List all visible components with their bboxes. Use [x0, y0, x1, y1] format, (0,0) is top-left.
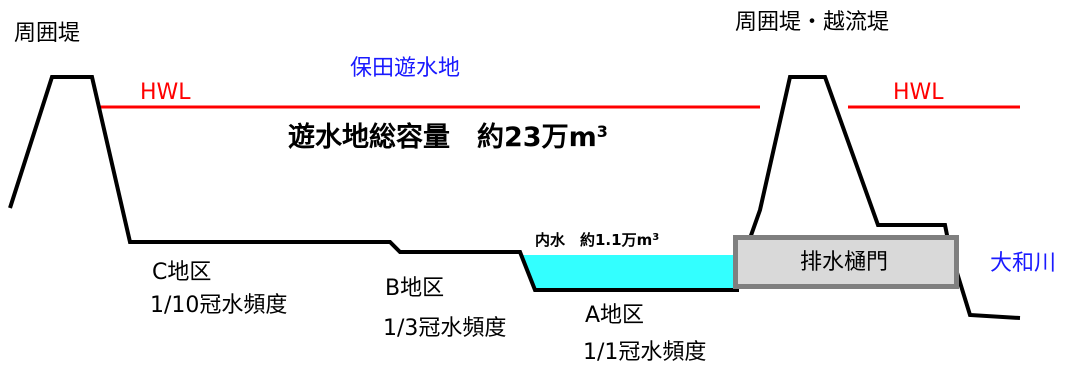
inner-water-text: 内水 約1.1万m — [535, 231, 653, 249]
drain-gate-box — [733, 235, 959, 289]
total-capacity-text: 遊水地総容量 約23万m — [288, 122, 597, 153]
basin-name-label: 保田遊水地 — [350, 56, 461, 81]
hwl-right-label: HWL — [893, 80, 944, 105]
drain-gate-label: 排水樋門 — [800, 250, 889, 275]
zone-b-frequency: 1/3冠水頻度 — [383, 316, 507, 341]
hwl-left-label: HWL — [140, 80, 191, 105]
zone-a-name: A地区 — [585, 303, 645, 328]
zone-b-name: B地区 — [385, 276, 445, 301]
river-label: 大和川 — [990, 251, 1057, 276]
total-capacity-label: 遊水地総容量 約23万m3 — [288, 122, 608, 153]
zone-c-frequency: 1/10冠水頻度 — [150, 293, 288, 318]
levee-left-label: 周囲堤 — [14, 21, 81, 46]
inner-water-label: 内水 約1.1万m3 — [535, 233, 659, 248]
total-capacity-exponent: 3 — [596, 122, 608, 141]
zone-a-frequency: 1/1冠水頻度 — [583, 340, 707, 365]
inner-water-area — [522, 255, 737, 290]
zone-c-name: C地区 — [152, 260, 212, 285]
levee-right-label: 周囲堤・越流堤 — [735, 10, 890, 35]
inner-water-exponent: 3 — [652, 232, 660, 243]
